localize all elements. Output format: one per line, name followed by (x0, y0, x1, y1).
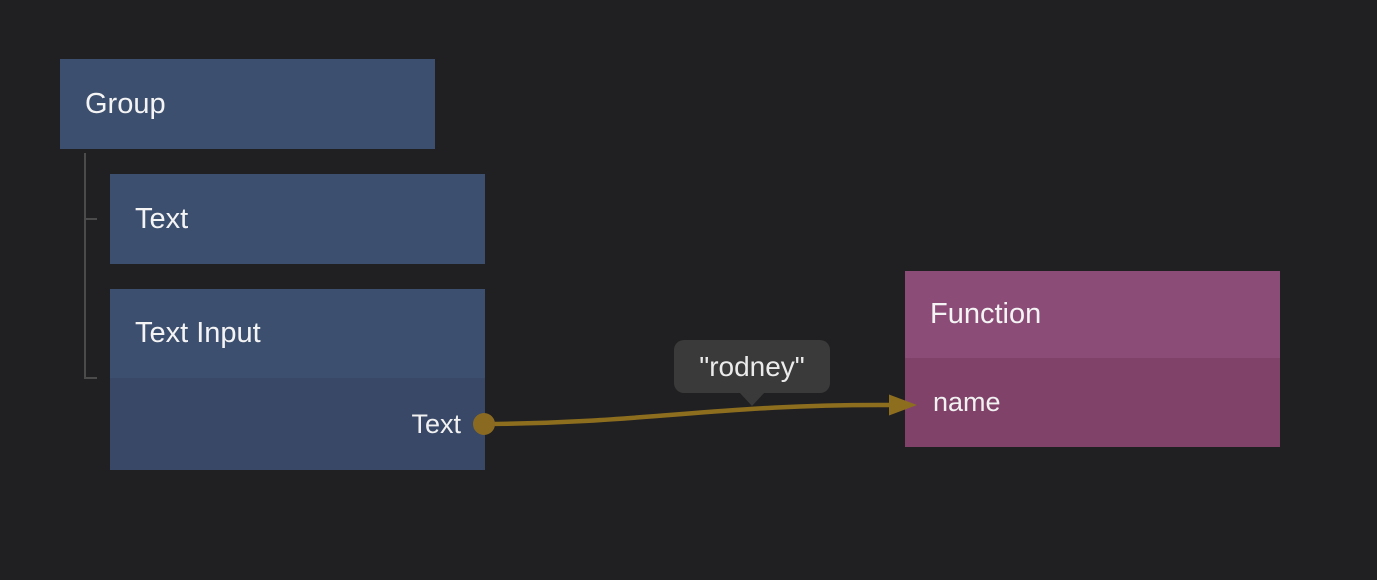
node-function-title: Function (930, 298, 1042, 330)
connection-value-tooltip: "rodney" (674, 340, 830, 406)
connection-wire[interactable] (483, 394, 917, 427)
node-group-title: Group (85, 87, 166, 120)
node-function[interactable]: Function name (905, 271, 1280, 447)
node-text-title: Text (135, 202, 189, 235)
tree-connector-tick (86, 218, 97, 220)
tree-connector-line (84, 153, 86, 379)
node-function-header[interactable]: Function (905, 271, 1280, 358)
node-text-input-header[interactable]: Text Input (110, 289, 485, 378)
connection-cable[interactable] (483, 402, 892, 427)
text-output-port[interactable] (473, 413, 495, 435)
node-function-body: name (905, 358, 1280, 447)
tooltip-pointer-icon (739, 392, 765, 406)
node-text-input[interactable]: Text Input Text (110, 289, 485, 470)
node-text-input-body: Text (110, 378, 485, 470)
name-input-port-label: name (933, 387, 1001, 417)
connection-arrowhead-icon (889, 394, 917, 416)
connection-value-text: "rodney" (699, 350, 805, 382)
node-group[interactable]: Group (60, 59, 435, 149)
text-output-port-label: Text (411, 408, 461, 439)
tree-connector-tick (86, 377, 97, 379)
node-text-input-title: Text Input (135, 317, 261, 349)
node-text[interactable]: Text (110, 174, 485, 264)
